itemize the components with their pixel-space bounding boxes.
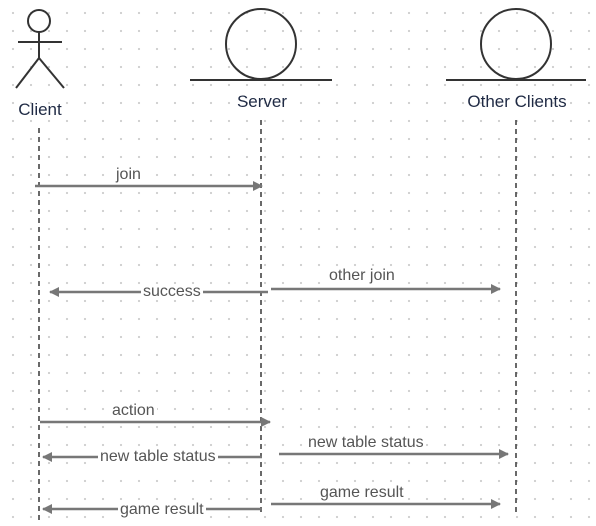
message-label-other-join: other join xyxy=(327,267,397,284)
participant-label-server: Server xyxy=(236,92,288,111)
participant-label-other-clients: Other Clients xyxy=(467,92,567,111)
actor-icon xyxy=(15,9,65,89)
message-label-join: join xyxy=(114,166,143,183)
message-label-game-result-others: game result xyxy=(318,484,406,501)
message-label-new-table-status-others: new table status xyxy=(306,434,426,451)
entity-icon xyxy=(446,8,586,81)
message-label-new-table-status-client: new table status xyxy=(98,448,218,465)
message-label-action: action xyxy=(110,402,157,419)
participant-label-client: Client xyxy=(18,100,62,119)
message-label-game-result-client: game result xyxy=(118,501,206,518)
message-label-success: success xyxy=(141,283,203,300)
entity-icon xyxy=(190,8,332,81)
